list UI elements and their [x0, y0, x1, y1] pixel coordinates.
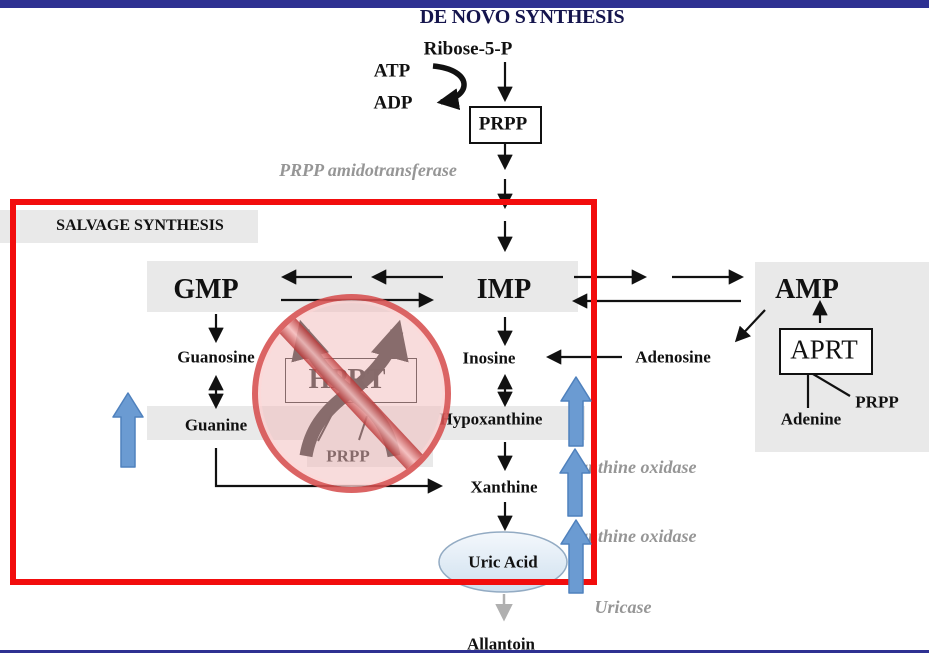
page-title: DE NOVO SYNTHESIS — [419, 6, 625, 28]
xanthine-label: Xanthine — [470, 477, 538, 497]
arrow-atp-adp-cycle — [432, 63, 467, 111]
prohibition-slash — [266, 303, 437, 484]
guanosine-label: Guanosine — [177, 347, 255, 367]
allantoin-label: Allantoin — [466, 634, 536, 654]
gmp-label: GMP — [173, 274, 239, 305]
inosine-label: Inosine — [462, 348, 516, 368]
salvage-inhibition-red-box — [10, 199, 597, 585]
ribose-5-p-label: Ribose-5-P — [423, 38, 513, 60]
hypoxanthine-label: Hypoxanthine — [439, 409, 543, 429]
amp-label: AMP — [775, 274, 839, 305]
prpp-amidotransferase-label: PRPP amidotransferase — [279, 160, 457, 180]
top-navy-bar — [0, 0, 929, 8]
prpp-label: PRPP — [478, 113, 528, 135]
salvage-label-band — [0, 210, 258, 243]
aprt-box — [779, 328, 873, 375]
prpp-box — [469, 106, 542, 144]
prohibition-sign — [252, 294, 451, 493]
guanine-label: Guanine — [184, 415, 248, 435]
salvage-synthesis-label: SALVAGE SYNTHESIS — [56, 217, 224, 234]
imp-label: IMP — [476, 274, 532, 305]
xanthine-oxidase-upper-label: Xanthine oxidase — [567, 457, 697, 477]
prpp-right-label: PRPP — [855, 392, 899, 412]
uric-acid-label: Uric Acid — [468, 552, 538, 572]
atp-label: ATP — [373, 60, 411, 82]
uricase-label: Uricase — [594, 597, 652, 617]
aprt-label: APRT — [790, 334, 858, 365]
adenine-label: Adenine — [780, 409, 842, 429]
adp-label: ADP — [373, 92, 413, 114]
adenosine-label: Adenosine — [635, 347, 711, 367]
xanthine-oxidase-lower-label: Xanthine oxidase — [567, 526, 697, 546]
bottom-navy-bar — [0, 650, 929, 653]
